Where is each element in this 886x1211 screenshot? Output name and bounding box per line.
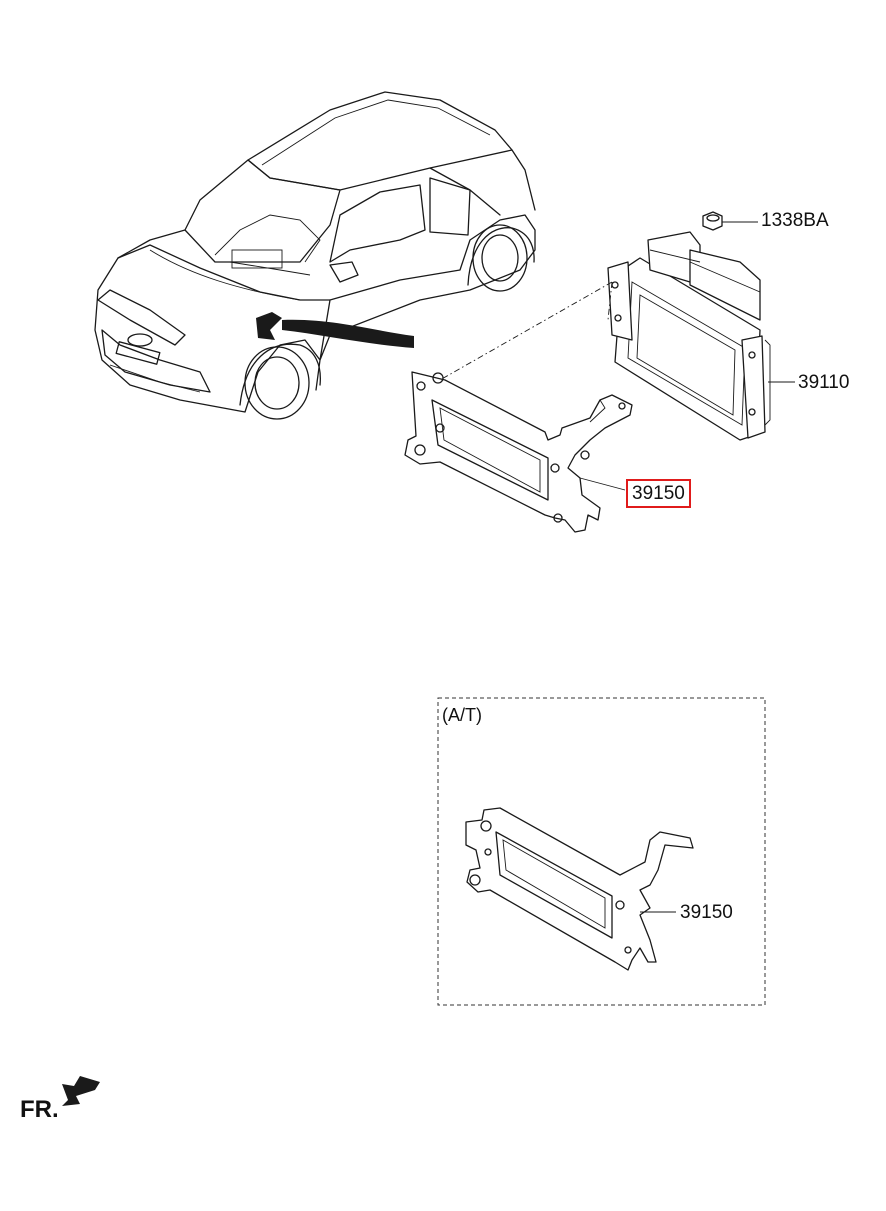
front-direction-label: FR. bbox=[20, 1096, 59, 1123]
front-arrow-icon bbox=[62, 1076, 100, 1106]
bracket-icon bbox=[404, 371, 633, 533]
callout-nut: 1338BA bbox=[761, 210, 829, 231]
callout-bracket: 39150 bbox=[626, 479, 691, 508]
callout-ecu: 39110 bbox=[798, 372, 850, 393]
inset-box bbox=[437, 697, 766, 1006]
callout-bracket-at: 39150 bbox=[680, 902, 733, 923]
nut-icon bbox=[702, 211, 758, 231]
car-outline-icon bbox=[94, 91, 536, 420]
ecu-module-icon bbox=[607, 231, 795, 441]
bracket-icon bbox=[465, 807, 694, 971]
inset-label: (A/T) bbox=[442, 705, 482, 725]
